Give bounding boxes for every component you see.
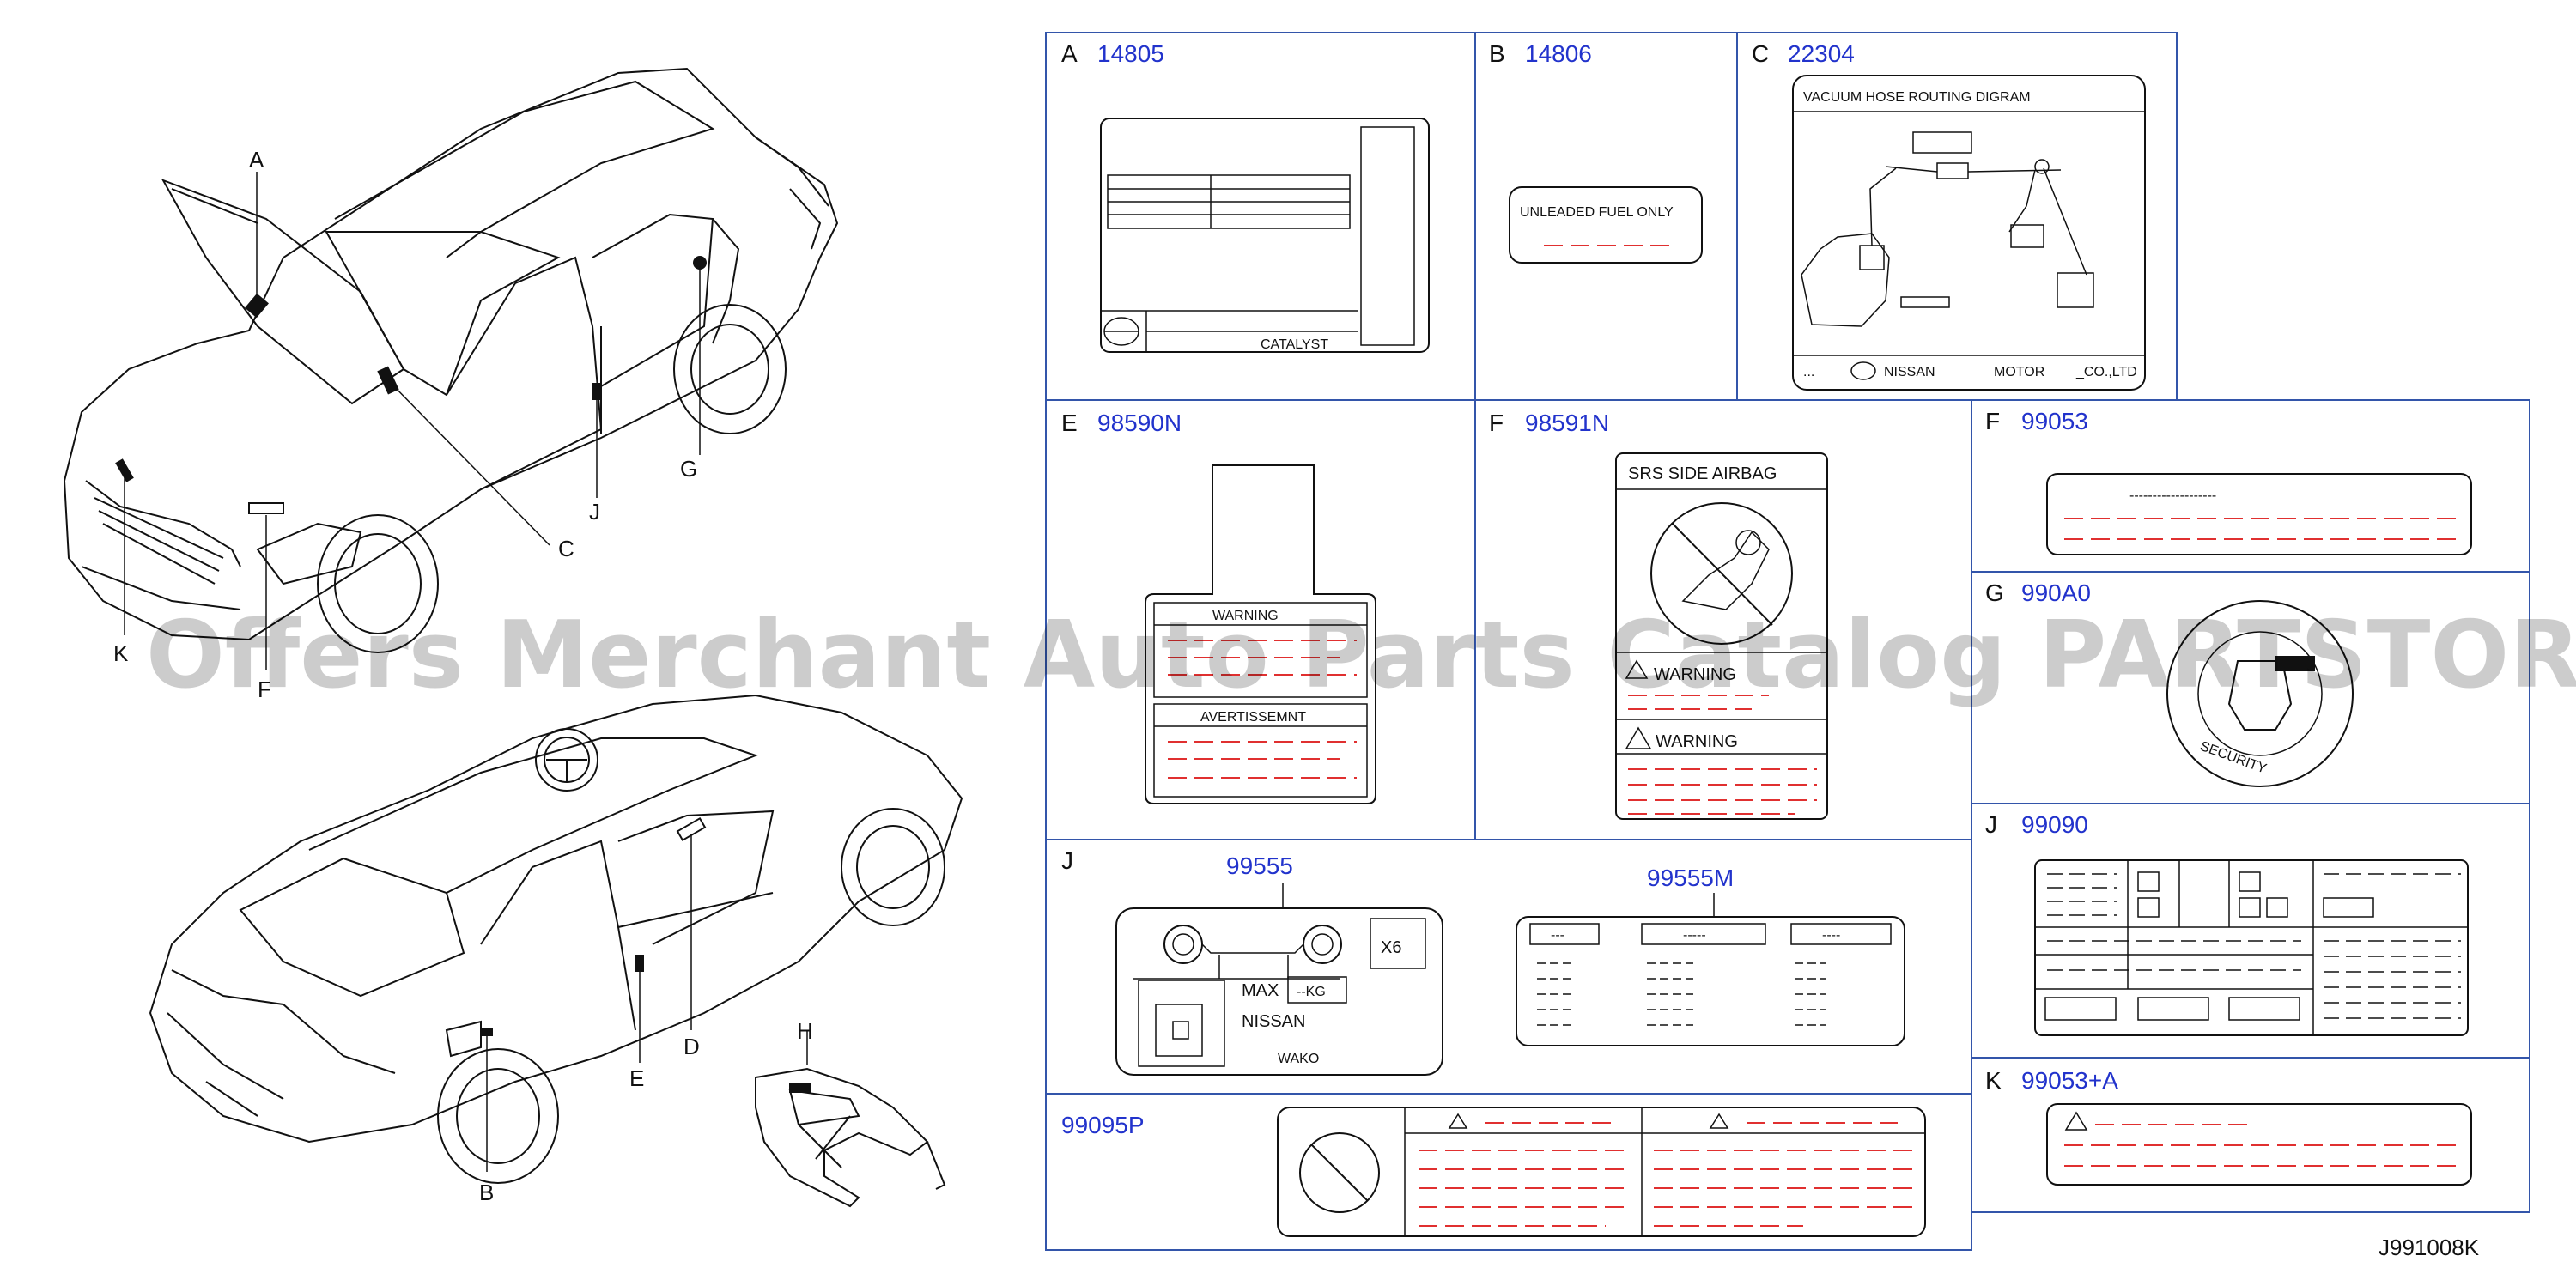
cell-K-part-number: 99053+A xyxy=(2021,1067,2118,1094)
cell-J-hdr1: --- xyxy=(1551,928,1564,943)
cell-J-kg: --KG xyxy=(1297,985,1326,999)
cell-G-letter: G xyxy=(1985,579,2004,606)
cell-J-x6: X6 xyxy=(1381,938,1401,957)
top-car-illustration xyxy=(63,67,839,653)
cell-A-catalyst: CATALYST xyxy=(1261,337,1328,352)
cell-F1-label xyxy=(1615,452,1828,820)
cell-F2-label xyxy=(2046,473,2472,555)
cell-J-part-right: 99555M xyxy=(1647,864,1734,891)
callout-E: E xyxy=(629,1065,644,1091)
security-seal-icon xyxy=(2166,600,2354,787)
nissan-logo-icon xyxy=(1850,361,1876,380)
cell-A-label xyxy=(1100,118,1430,353)
bottom-car-illustration xyxy=(149,694,963,1184)
cell-F2-dots: ------------------- xyxy=(2129,488,2216,503)
bottom-car-leaders xyxy=(486,834,808,1172)
cell-A: A 14805 CATALYST xyxy=(1061,40,1430,353)
jack-illustration xyxy=(755,1067,946,1208)
callout-F: F xyxy=(258,676,271,702)
cell-C-header: VACUUM HOSE ROUTING DIGRAM xyxy=(1803,90,2031,105)
callout-C: C xyxy=(558,536,574,561)
warning-triangle-icon xyxy=(1448,1113,1468,1129)
cell-B-label xyxy=(1509,186,1703,264)
cell-C-footer-motor: MOTOR xyxy=(1994,365,2044,379)
cell-J2-label xyxy=(2034,859,2469,1036)
cell-E: E 98590N WARNING AVERTISSEMNT xyxy=(1061,410,1376,804)
callout-H: H xyxy=(797,1018,813,1044)
cell-B-letter: B xyxy=(1489,40,1505,67)
cell-B-part-number: 14806 xyxy=(1525,40,1592,67)
cell-E-part-number: 98590N xyxy=(1097,410,1182,436)
cell-J2-letter: J xyxy=(1985,811,1997,838)
cell-F2-part-number: 99053 xyxy=(2021,408,2088,434)
watermark: Offers Merchant Auto Parts Catalog PARTS… xyxy=(146,602,2576,709)
cell-F1-warning1: WARNING xyxy=(1654,665,1736,684)
cell-J2-part-number: 99090 xyxy=(2021,811,2088,838)
cell-J-hdr2: ----- xyxy=(1683,928,1706,943)
label-grid-frame xyxy=(1045,32,2530,1251)
cell-J-max: MAX xyxy=(1242,981,1279,1000)
warning-triangle-icon xyxy=(2064,1111,2088,1131)
cell-B-text: UNLEADED FUEL ONLY xyxy=(1520,205,1674,220)
cell-C-part-number: 22304 xyxy=(1788,40,1855,67)
top-car-leaders xyxy=(124,172,701,670)
callout-K: K xyxy=(113,640,129,666)
cell-J-left-label xyxy=(1115,907,1443,1076)
cell-bottom-label xyxy=(1277,1107,1926,1237)
cell-F1-warning2: WARNING xyxy=(1656,732,1738,751)
diagram-code: J991008K xyxy=(2379,1235,2480,1260)
warning-triangle-icon xyxy=(1709,1113,1729,1129)
cell-F-99053: F 99053 ------------------- xyxy=(1985,408,2472,555)
callout-G: G xyxy=(680,456,697,482)
cell-J-right-label xyxy=(1516,916,1905,1046)
cell-J-wako: WAKO xyxy=(1278,1052,1319,1066)
cell-J-99090: J 99090 xyxy=(1985,811,2469,1036)
warning-triangle-icon xyxy=(1625,726,1652,749)
cell-E-avert: AVERTISSEMNT xyxy=(1200,710,1306,725)
cell-F-srs: F 98591N SRS SIDE AIRBAG WARNING WARNING xyxy=(1489,410,1828,820)
callout-B: B xyxy=(479,1180,494,1205)
no-child-seat-icon xyxy=(1299,1132,1380,1213)
warning-triangle-icon xyxy=(1625,659,1649,679)
cell-K-letter: K xyxy=(1985,1067,2002,1094)
cell-C: C 22304 VACUUM HOSE ROUTING DIGRAM ... N… xyxy=(1752,40,2146,391)
cell-E-warning: WARNING xyxy=(1212,609,1279,623)
cell-J-nissan: NISSAN xyxy=(1242,1012,1305,1031)
cell-E-letter: E xyxy=(1061,410,1078,436)
cell-B: B 14806 UNLEADED FUEL ONLY xyxy=(1489,40,1703,264)
callout-J: J xyxy=(589,499,600,525)
cell-F2-letter: F xyxy=(1985,408,2000,434)
cell-E-label xyxy=(1145,464,1376,804)
cell-F1-letter: F xyxy=(1489,410,1504,436)
top-car-label-marks xyxy=(115,256,707,514)
callout-A: A xyxy=(249,147,264,173)
cell-C-footer-dash: ... xyxy=(1803,365,1814,379)
cell-K: K 99053+A xyxy=(1985,1067,2472,1186)
cell-F1-part-number: 98591N xyxy=(1525,410,1609,436)
cell-C-label xyxy=(1792,75,2146,391)
callout-D: D xyxy=(683,1034,700,1059)
cell-C-footer-brand: NISSAN xyxy=(1884,365,1935,379)
cell-J-part-left: 99555 xyxy=(1226,852,1293,879)
cell-bottom-part-number: 99095P xyxy=(1061,1112,1145,1138)
cell-A-part-number: 14805 xyxy=(1097,40,1164,67)
cell-F1-header: SRS SIDE AIRBAG xyxy=(1628,464,1777,483)
cell-J-hdr3: ---- xyxy=(1822,928,1840,943)
cell-C-letter: C xyxy=(1752,40,1769,67)
cell-J-99555: J 99555 X6 MAX --KG NISSAN WAKO 99555M -… xyxy=(1061,847,1905,1076)
no-child-seat-icon xyxy=(1650,502,1793,645)
cell-A-letter: A xyxy=(1061,40,1078,67)
cell-G-part-number: 990A0 xyxy=(2021,579,2091,606)
cell-99095P: 99095P xyxy=(1061,1107,1926,1237)
cell-J-letter: J xyxy=(1061,847,1073,874)
cell-C-footer-co: _CO.,LTD xyxy=(2075,365,2137,379)
bottom-car-label-marks xyxy=(481,816,707,1036)
